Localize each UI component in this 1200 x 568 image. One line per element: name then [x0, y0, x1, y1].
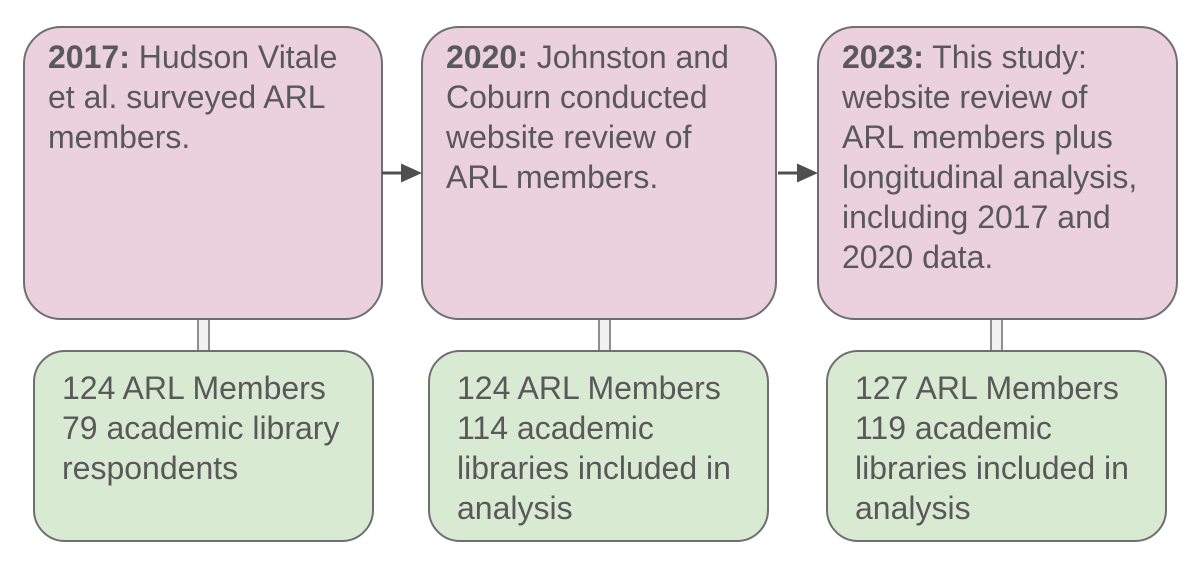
event-box-2017: 2017: Hudson Vitale et al. surveyed ARL …	[23, 26, 383, 320]
result-text-2017: 124 ARL Members 79 academic library resp…	[62, 370, 340, 486]
arrow-right-icon	[382, 162, 422, 184]
event-text-2023: 2023: This study: website review of ARL …	[842, 37, 1154, 277]
vertical-connector-line	[197, 318, 210, 352]
event-text-2020: 2020: Johnston and Coburn conducted webs…	[446, 37, 753, 197]
event-box-2023: 2023: This study: website review of ARL …	[817, 26, 1178, 320]
event-description: This study: website review of ARL member…	[842, 39, 1138, 275]
event-box-2020: 2020: Johnston and Coburn conducted webs…	[421, 26, 777, 320]
result-text-2020: 124 ARL Members 114 academic libraries i…	[457, 370, 731, 526]
vertical-connector-line	[990, 318, 1003, 352]
event-description: Hudson Vitale et al. surveyed ARL member…	[48, 39, 338, 155]
event-description: Johnston and Coburn conducted website re…	[446, 39, 729, 195]
event-text-2017: 2017: Hudson Vitale et al. surveyed ARL …	[48, 37, 359, 157]
event-year-label: 2017:	[48, 39, 130, 75]
result-box-2023: 127 ARL Members 119 academic libraries i…	[826, 350, 1167, 542]
event-year-label: 2020:	[446, 39, 528, 75]
vertical-connector-line	[598, 318, 611, 352]
result-box-2017: 124 ARL Members 79 academic library resp…	[33, 350, 374, 542]
result-text-2023: 127 ARL Members 119 academic libraries i…	[855, 370, 1129, 526]
result-box-2020: 124 ARL Members 114 academic libraries i…	[428, 350, 769, 542]
arrow-right-icon	[778, 162, 818, 184]
event-year-label: 2023:	[842, 39, 924, 75]
